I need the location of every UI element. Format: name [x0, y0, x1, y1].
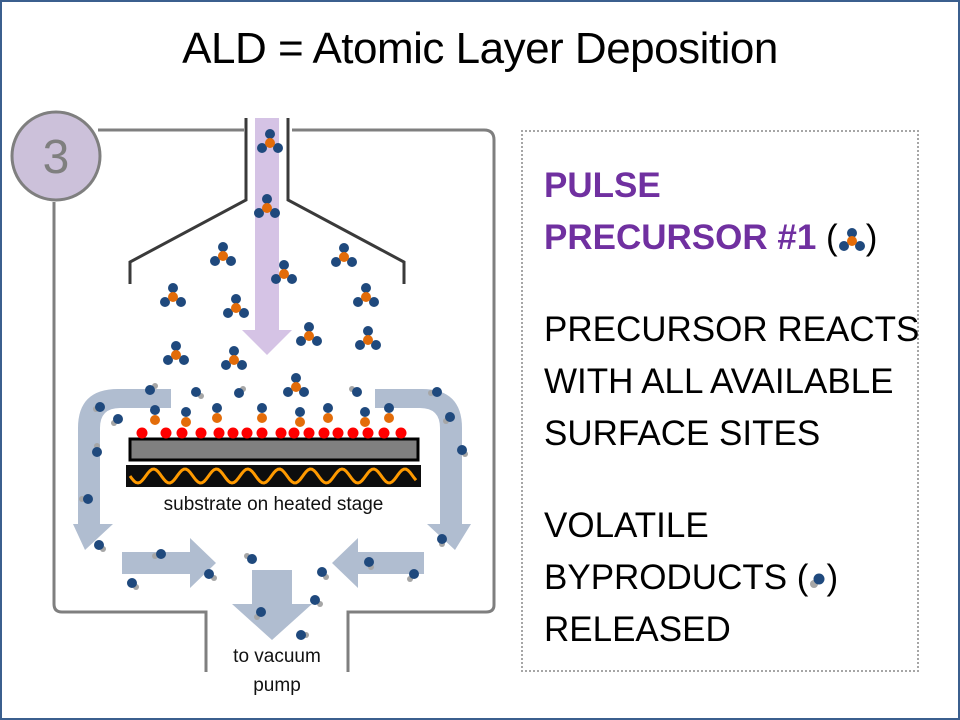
- byproduct-molecule-icon: [152, 549, 166, 559]
- precursor-molecule-icon: [223, 294, 249, 318]
- info-heading: PULSE PRECURSOR #1 (): [544, 160, 877, 264]
- byproduct-molecule-icon: [145, 383, 158, 395]
- surface-site: [256, 427, 268, 439]
- byproduct-molecule-icon: [407, 569, 419, 582]
- adsorbed-precursor: [150, 405, 160, 425]
- byproduct-molecule-icon: [364, 557, 374, 570]
- flow-arrow-icon-bottom-left: [122, 538, 216, 588]
- info-paragraph-1: PRECURSOR REACTS WITH ALL AVAILABLE SURF…: [544, 310, 920, 453]
- molecules: [79, 129, 468, 640]
- precursor-molecule-icon: [257, 129, 283, 153]
- byproduct-molecule-icon: [127, 578, 139, 590]
- substrate: [128, 437, 420, 462]
- precursor-molecule-icon: [296, 322, 322, 346]
- byproduct-molecule-icon: [79, 494, 93, 504]
- byproduct-molecule-icon: [191, 387, 204, 399]
- inlet-nozzle: [128, 118, 406, 284]
- byproduct-molecule-icon: [443, 412, 455, 424]
- byproduct-molecule-icon: [92, 443, 102, 457]
- adsorbed-precursor: [323, 403, 333, 423]
- surface-site: [136, 427, 148, 439]
- surface-site: [318, 427, 330, 439]
- byproduct-molecule-icon: [94, 540, 106, 552]
- heater-coil-icon: [128, 467, 418, 485]
- surface-site: [303, 427, 315, 439]
- adsorbed-precursor: [384, 403, 394, 423]
- adsorbed-precursor: [212, 403, 222, 423]
- byproduct-molecule-icon: [296, 630, 309, 640]
- byproduct-molecule-icon: [244, 553, 257, 564]
- flow-arrow-icon-right: [375, 389, 471, 550]
- byproduct-molecule-icon: [810, 573, 825, 588]
- precursor-molecule-icon: [221, 346, 247, 370]
- byproduct-molecule-icon: [111, 414, 123, 426]
- precursor-molecule-icon: [353, 283, 379, 307]
- byproduct-molecule-icon: [428, 387, 442, 397]
- surface-site: [332, 427, 344, 439]
- precursor-molecule-icon: [271, 260, 297, 284]
- surface-site: [227, 427, 239, 439]
- adsorbed-precursor: [257, 403, 267, 423]
- surface-site: [378, 427, 390, 439]
- precursor-molecule-icon: [355, 326, 381, 350]
- precursor-molecule-icon: [163, 341, 189, 365]
- inlet-arrow-icon: [242, 118, 292, 355]
- chamber-outline: [52, 128, 496, 672]
- adsorbed-precursor: [360, 407, 370, 427]
- surface-site: [160, 427, 172, 439]
- heading-line2: PRECURSOR #1 (): [544, 218, 878, 257]
- byproduct-molecule-icon: [317, 567, 329, 580]
- precursor-molecule-icon: [254, 194, 280, 218]
- flow-arrow-icon-exhaust: [232, 570, 312, 640]
- surface-site: [241, 427, 253, 439]
- flow-arrows: [73, 389, 471, 640]
- step-badge: [10, 110, 102, 202]
- exhaust-label-line2: pump: [253, 675, 301, 696]
- precursor-molecule-icon: [160, 283, 186, 307]
- precursor-molecule-icon: [283, 373, 309, 397]
- byproduct-molecule-icon: [234, 386, 246, 398]
- surface-site: [195, 427, 207, 439]
- adsorbed-precursor: [295, 407, 305, 427]
- byproduct-molecule-icon: [349, 386, 362, 397]
- precursor-molecule-icon: [331, 243, 357, 267]
- surface-site: [288, 427, 300, 439]
- page-title: ALD = Atomic Layer Deposition: [182, 24, 778, 73]
- surface-site: [213, 427, 225, 439]
- precursor-molecule-icon: [838, 227, 865, 251]
- flow-arrow-icon-left: [73, 389, 171, 550]
- info-paragraph-2: VOLATILE BYPRODUCTS () RELEASED: [544, 506, 839, 649]
- adsorbed-precursor: [181, 407, 191, 427]
- heading-line1: PULSE: [544, 166, 661, 205]
- flow-arrow-icon-bottom-right: [332, 538, 424, 588]
- exhaust-label-line1: to vacuum: [233, 646, 321, 667]
- surface-site: [362, 427, 374, 439]
- byproduct-molecule-icon: [93, 402, 105, 412]
- byproduct-molecule-icon: [254, 607, 266, 620]
- byproduct-molecule-icon: [457, 445, 468, 457]
- byproduct-molecule-icon: [437, 534, 447, 547]
- substrate-label: substrate on heated stage: [163, 494, 384, 515]
- precursor-molecule-icon: [210, 242, 236, 266]
- step-number: 3: [43, 131, 70, 184]
- surface-site: [176, 427, 188, 439]
- surface-site: [347, 427, 359, 439]
- byproduct-molecule-icon: [310, 595, 323, 607]
- surface-site: [395, 427, 407, 439]
- byproduct-molecule-icon: [204, 569, 217, 581]
- info-panel: [521, 130, 919, 672]
- surface-site: [275, 427, 287, 439]
